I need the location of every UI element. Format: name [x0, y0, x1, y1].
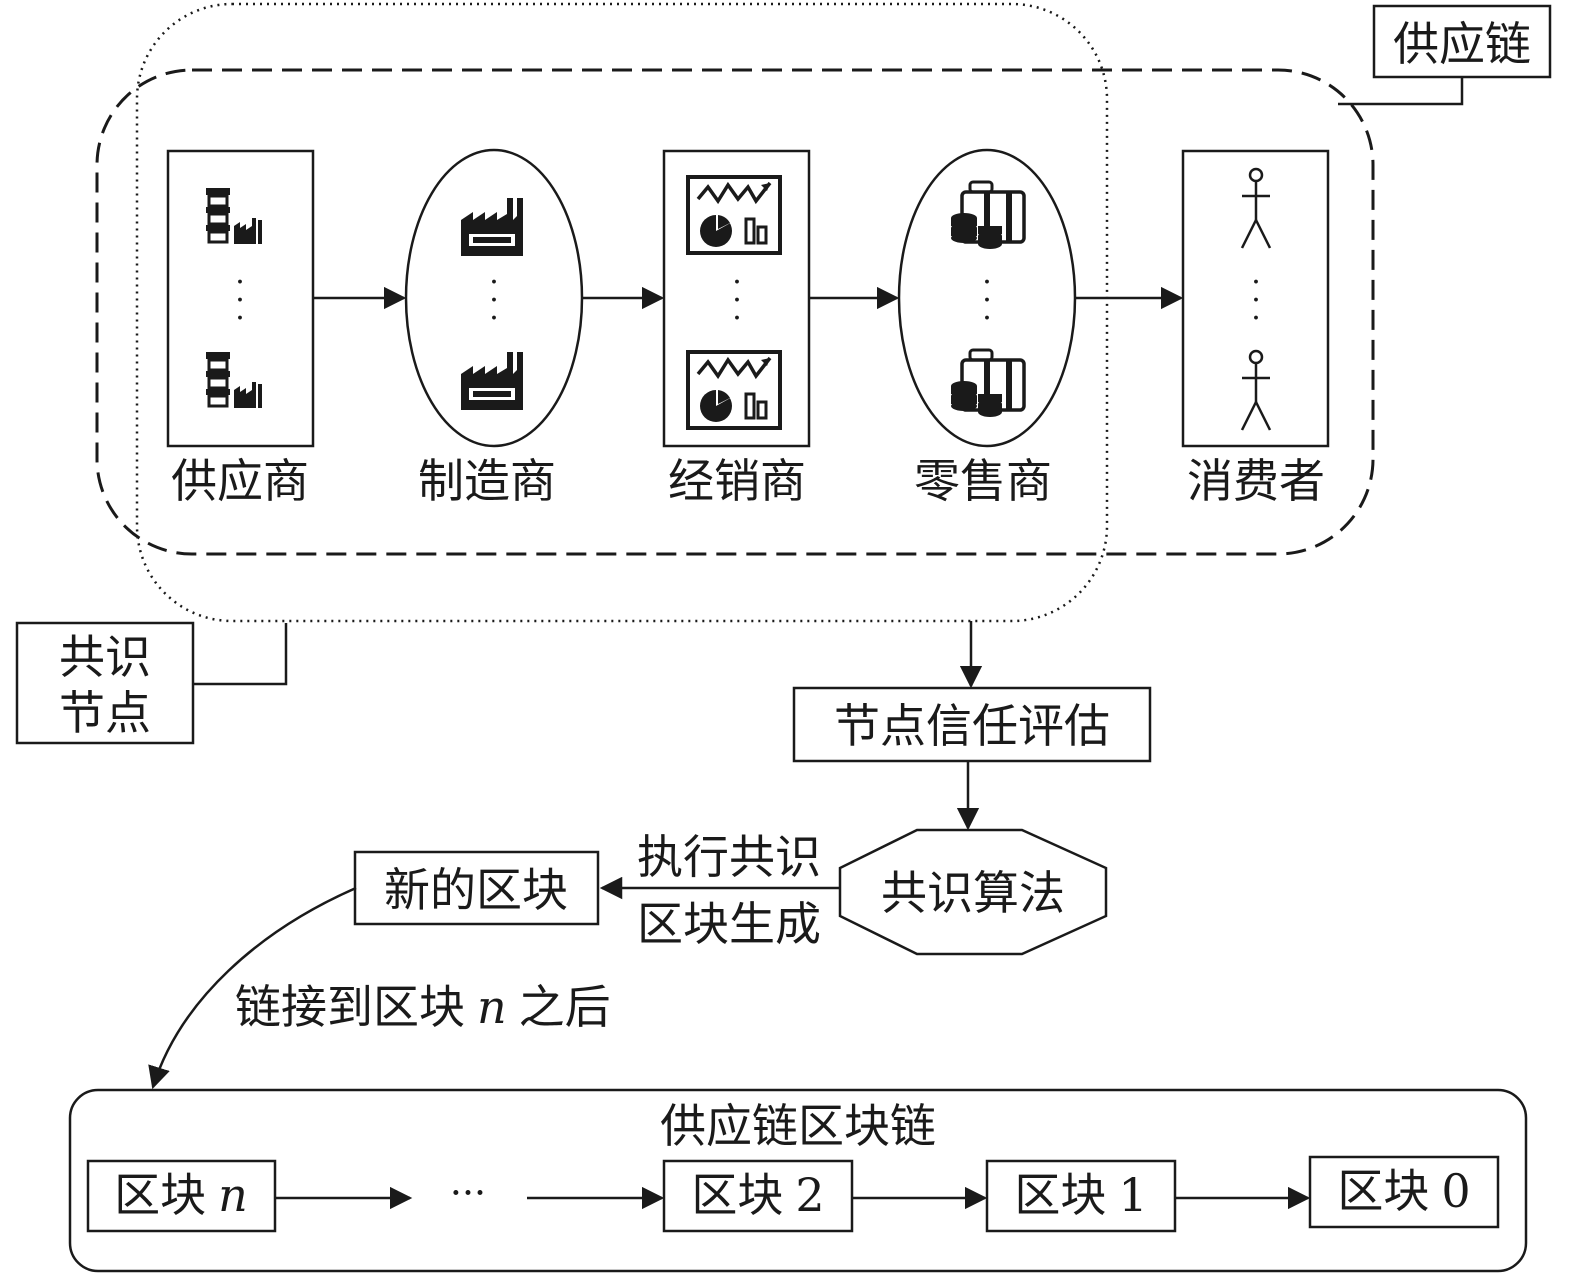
vertical-ellipsis: ·	[489, 283, 499, 318]
block-n	[86, 1159, 277, 1233]
supply-chain-frame	[95, 68, 1375, 556]
link-curve-arrow	[148, 886, 357, 1090]
block-2	[662, 1159, 854, 1233]
vertical-ellipsis: ·	[235, 283, 245, 318]
trust-eval-box	[792, 686, 1152, 763]
vertical-ellipsis: ·	[732, 283, 742, 318]
vertical-ellipsis: ·	[732, 265, 742, 300]
actor-label-retailer: 零售商	[914, 454, 1052, 508]
link-label-var: n	[477, 980, 507, 1034]
vertical-ellipsis: ·	[982, 283, 992, 318]
actor-consumer: · · · 消费者	[1181, 149, 1330, 508]
new-block-box	[353, 850, 600, 926]
actor-supplier: · · · 供应商	[166, 149, 315, 508]
edge-label-consensus: 执行共识	[637, 830, 821, 884]
consensus-nodes-callout-line	[193, 623, 288, 686]
consensus-nodes-frame	[135, 2, 1109, 623]
vertical-ellipsis: ·	[1251, 301, 1261, 336]
consensus-nodes-label-box	[15, 621, 195, 745]
vertical-ellipsis: ·	[1251, 283, 1261, 318]
actor-label-supplier: 供应商	[171, 454, 309, 508]
consensus-algo-octagon	[838, 828, 1108, 956]
actor-label-consumer: 消费者	[1187, 454, 1325, 508]
vertical-ellipsis: ·	[489, 301, 499, 336]
vertical-ellipsis: ·	[235, 301, 245, 336]
link-label-suffix: 之后	[519, 980, 611, 1034]
link-label-prefix: 链接到区块	[235, 980, 465, 1034]
actor-label-manufacturer: 制造商	[418, 454, 556, 508]
actor-retailer: · · · 零售商	[897, 148, 1077, 508]
trust-eval-label: 节点信任评估	[834, 699, 1110, 753]
new-block-label: 新的区块	[384, 863, 568, 917]
supply-chain-label: 供应链	[1393, 17, 1531, 71]
actor-label-distributor: 经销商	[668, 454, 806, 508]
supply-chain-label-box	[1372, 4, 1552, 79]
supply-chain-callout-line	[1338, 77, 1464, 106]
blockchain-title: 供应链区块链	[660, 1099, 936, 1153]
consensus-nodes-label-line2: 节点	[59, 686, 151, 740]
block-0	[1308, 1155, 1500, 1229]
vertical-ellipsis: ·	[1251, 265, 1261, 300]
chain-ellipsis: ···	[450, 1171, 486, 1215]
vertical-ellipsis: ·	[235, 265, 245, 300]
vertical-ellipsis: ·	[982, 301, 992, 336]
vertical-ellipsis: ·	[489, 265, 499, 300]
actor-distributor: · · · 经销商	[662, 149, 811, 508]
consensus-nodes-label-line1: 共识	[59, 630, 151, 684]
block-1	[985, 1159, 1177, 1233]
vertical-ellipsis: ·	[982, 265, 992, 300]
actor-manufacturer: · · · 制造商	[404, 148, 584, 508]
consensus-algo-label: 共识算法	[881, 866, 1065, 920]
vertical-ellipsis: ·	[732, 301, 742, 336]
edge-label-block-gen: 区块生成	[637, 897, 821, 951]
